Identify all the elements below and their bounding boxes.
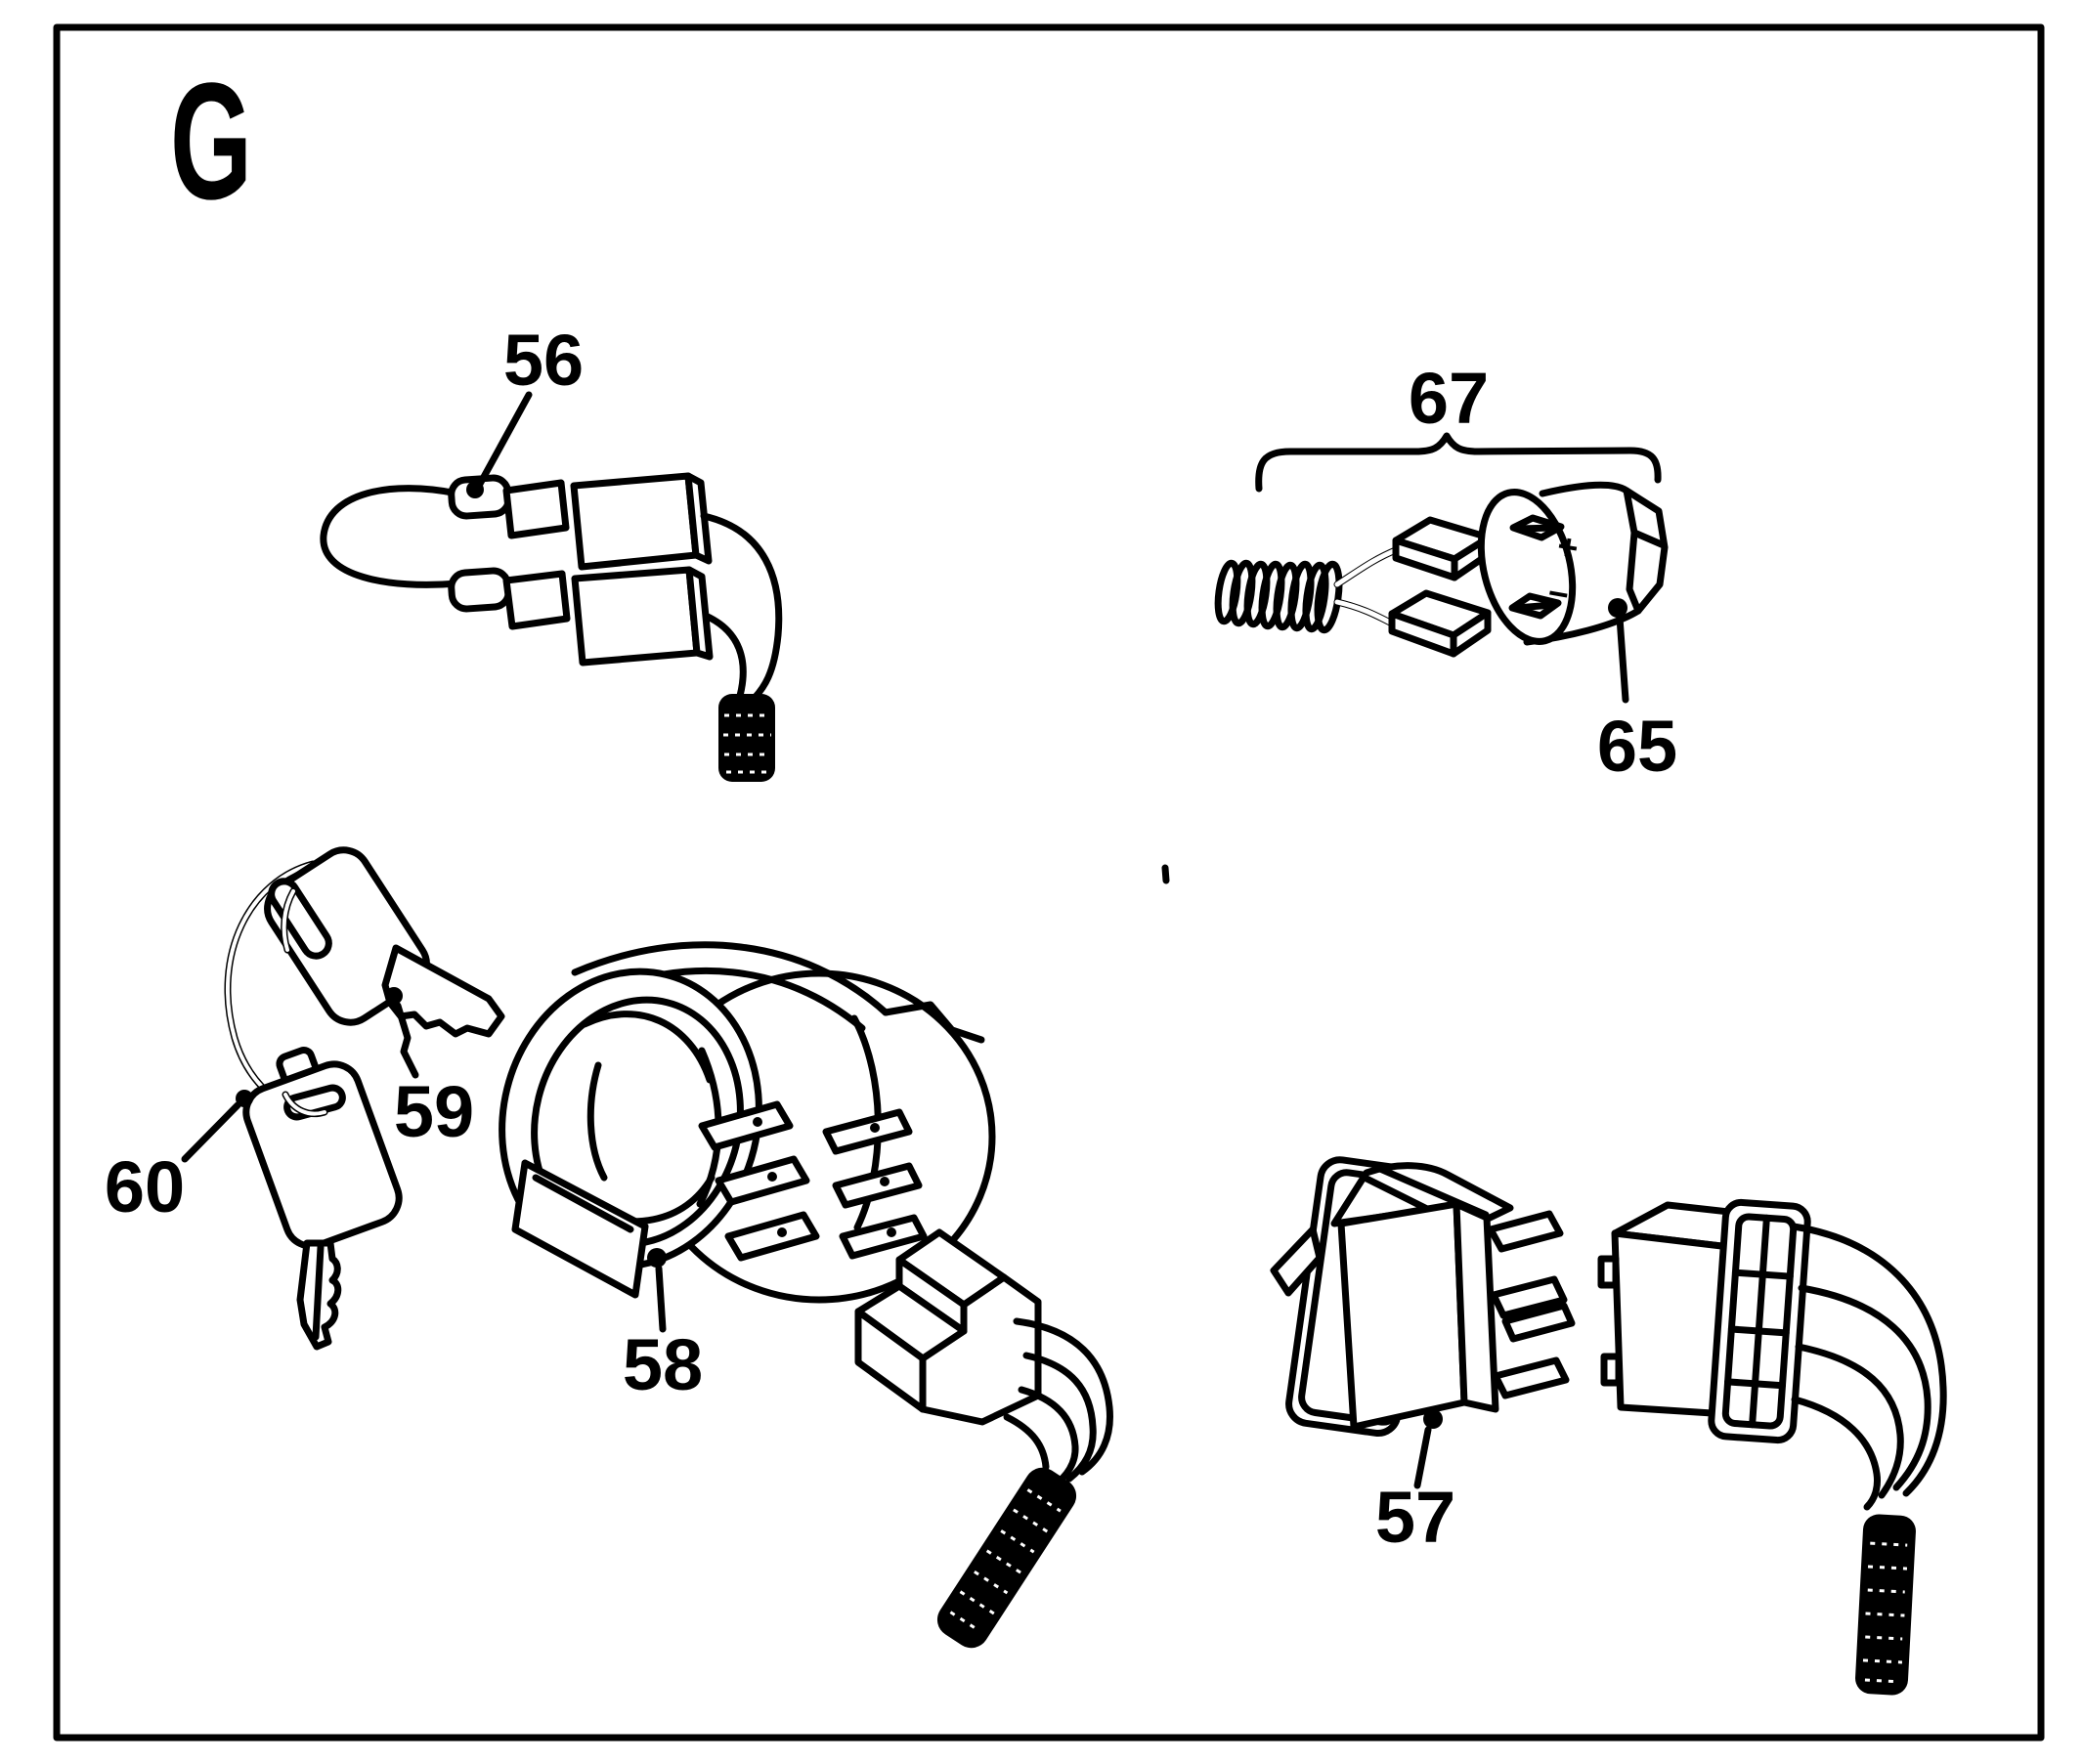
section-letter: G (170, 49, 252, 235)
wire (1003, 1413, 1050, 1471)
wire (702, 612, 747, 700)
terminal-tab (502, 479, 570, 539)
callout-56-leader (475, 391, 533, 490)
mounting-plate (511, 1159, 649, 1299)
callout-57-leader (1413, 1426, 1432, 1489)
wire (1790, 1223, 1947, 1497)
callout-59-label: 59 (394, 1071, 474, 1152)
keys-assembly: 59 60 (105, 846, 505, 1351)
terminal-tab (502, 570, 571, 630)
key-head (242, 1060, 403, 1250)
insulator-sleeve-edge (684, 472, 713, 565)
insulator-sleeve (570, 472, 700, 571)
harness-connector (854, 1228, 1113, 1649)
meter-body: + − (1477, 481, 1669, 646)
wire (1791, 1396, 1881, 1511)
callout-57-label: 57 (1375, 1477, 1455, 1558)
callout-67-brace (1255, 432, 1662, 493)
switch-terminals (1487, 1210, 1576, 1399)
callout-65-dot (1608, 598, 1627, 618)
clip-tab (1600, 1353, 1623, 1387)
terminal-slot (1508, 592, 1562, 620)
part-56-jumper-wire: 56 (320, 320, 783, 782)
callout-58-dot (647, 1248, 667, 1268)
stray-mark (1161, 864, 1170, 884)
callout-65-label: 65 (1597, 706, 1677, 787)
page-border (53, 23, 2045, 1742)
key-ring-front-core (283, 1093, 326, 1116)
bezel-detail (581, 1011, 714, 1084)
wire (1013, 1317, 1113, 1476)
wire (1798, 1284, 1931, 1491)
callout-60-label: 60 (105, 1146, 185, 1227)
wire (1022, 1352, 1097, 1483)
wire-core (1334, 546, 1401, 587)
key-ring-front-core (282, 889, 295, 952)
callout-58-label: 58 (623, 1324, 703, 1405)
terminal-sleeve (448, 567, 512, 613)
wire (1795, 1343, 1904, 1499)
spade-connector (1392, 516, 1493, 581)
barrel-top-band (571, 941, 890, 1016)
callout-60-dot (236, 1090, 253, 1107)
callout-65-leader (1616, 614, 1629, 704)
insulator-sleeve (571, 566, 701, 667)
bezel-detail (586, 1061, 608, 1182)
wire (1018, 1386, 1079, 1488)
part-57-rocker-switch: 57 (1270, 1156, 1576, 1558)
barrel-notch (882, 1001, 985, 1044)
wrapped-wire-bundle (936, 1467, 1077, 1649)
callout-57-dot (1423, 1409, 1443, 1429)
switch-body-front (1337, 1200, 1468, 1431)
callout-59-leader (394, 1002, 419, 1079)
callout-56-dot (466, 481, 484, 498)
spade-connector (1388, 589, 1492, 658)
part-58-ignition-switch: 58 (499, 941, 996, 1405)
callout-56-label: 56 (503, 320, 584, 401)
mounting-plate-edge (532, 1174, 634, 1233)
frame-flange (1270, 1226, 1324, 1297)
callout-67-label: 67 (1409, 358, 1489, 439)
terminal-slot (1509, 514, 1565, 541)
wire-loop (320, 485, 461, 588)
key-2 (242, 1046, 403, 1351)
insulator-sleeve-edge (685, 566, 714, 661)
wrapped-wire-bundle (718, 694, 775, 782)
connector-step-front (854, 1308, 927, 1413)
switch-terminals (698, 1100, 928, 1262)
switch-body-side (1453, 1200, 1499, 1413)
clip-tab (1597, 1255, 1620, 1289)
receptacle-flange (1708, 1198, 1811, 1444)
switch-connector-receptacle (1597, 1198, 1947, 1696)
wire (700, 512, 783, 702)
callout-59-dot (385, 987, 403, 1005)
part-67-meter-assembly: 67 (1214, 358, 1677, 787)
callout-60-leader (181, 1101, 241, 1163)
key-blade-groove (312, 1243, 325, 1341)
corrugated-cable (1214, 559, 1343, 634)
callout-58-leader (655, 1265, 667, 1333)
wrapped-wire-bundle (1855, 1514, 1916, 1696)
